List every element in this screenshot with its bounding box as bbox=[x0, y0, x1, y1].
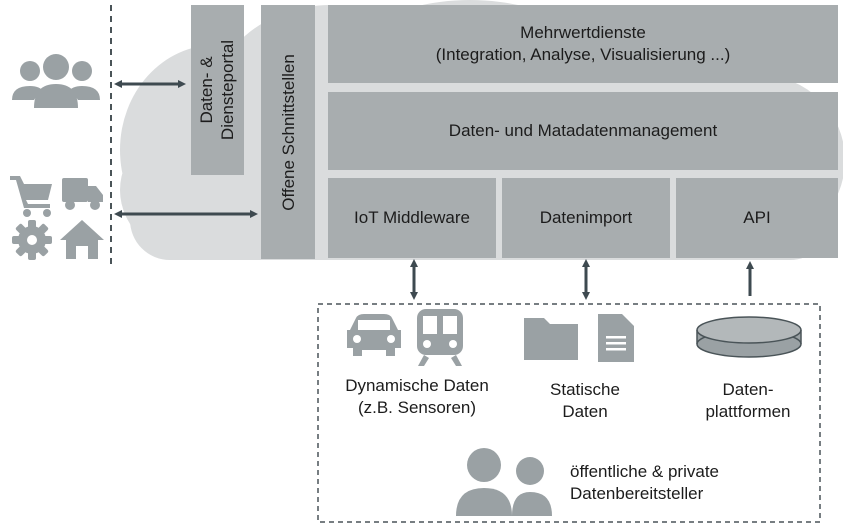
static-data-line1: Statische bbox=[550, 380, 620, 399]
home-icon bbox=[60, 220, 104, 259]
providers-icon bbox=[456, 448, 552, 516]
platforms-line2: plattformen bbox=[705, 402, 791, 421]
portal-label-line1: Daten- & bbox=[197, 56, 217, 124]
portal-box: Daten- & Diensteportal bbox=[191, 5, 244, 175]
truck-icon bbox=[62, 178, 103, 210]
users-icon bbox=[12, 54, 100, 108]
api-label: API bbox=[743, 208, 771, 227]
interfaces-label: Offene Schnittstellen bbox=[278, 53, 298, 211]
database-disk-icon bbox=[696, 316, 802, 358]
portal-label: Daten- & Diensteportal bbox=[197, 40, 239, 140]
static-data-line2: Daten bbox=[562, 402, 608, 421]
folder-icon bbox=[524, 318, 578, 360]
car-icon bbox=[347, 314, 401, 356]
import-label: Datenimport bbox=[539, 208, 633, 227]
static-data-label: Statische Daten bbox=[530, 379, 640, 423]
management-box: Daten- und Matadatenmanagement bbox=[328, 92, 838, 170]
cart-icon bbox=[10, 176, 52, 217]
train-icon bbox=[417, 309, 463, 366]
platforms-line1: Daten- bbox=[722, 380, 774, 399]
providers-line2: Datenbereitsteller bbox=[570, 484, 704, 503]
dynamic-data-line1: Dynamische Daten bbox=[345, 376, 489, 395]
import-box: Datenimport bbox=[502, 178, 670, 258]
services-box: Mehrwertdienste (Integration, Analyse, V… bbox=[328, 5, 838, 83]
providers-line1: öffentliche & private bbox=[570, 462, 719, 481]
services-subtitle: (Integration, Analyse, Visualisierung ..… bbox=[435, 45, 731, 64]
providers-label: öffentliche & private Datenbereitsteller bbox=[570, 461, 770, 505]
api-box: API bbox=[676, 178, 838, 258]
dynamic-data-label: Dynamische Daten (z.B. Sensoren) bbox=[322, 375, 512, 419]
iot-box: IoT Middleware bbox=[328, 178, 496, 258]
services-title: Mehrwertdienste bbox=[520, 23, 646, 42]
management-label: Daten- und Matadatenmanagement bbox=[448, 121, 718, 140]
gear-icon bbox=[12, 220, 52, 260]
dynamic-data-line2: (z.B. Sensoren) bbox=[357, 398, 477, 417]
iot-label: IoT Middleware bbox=[354, 208, 470, 227]
document-icon bbox=[598, 314, 634, 362]
portal-label-line2: Diensteportal bbox=[218, 39, 238, 141]
platforms-label: Daten- plattformen bbox=[680, 379, 816, 423]
interfaces-box: Offene Schnittstellen bbox=[261, 5, 315, 259]
